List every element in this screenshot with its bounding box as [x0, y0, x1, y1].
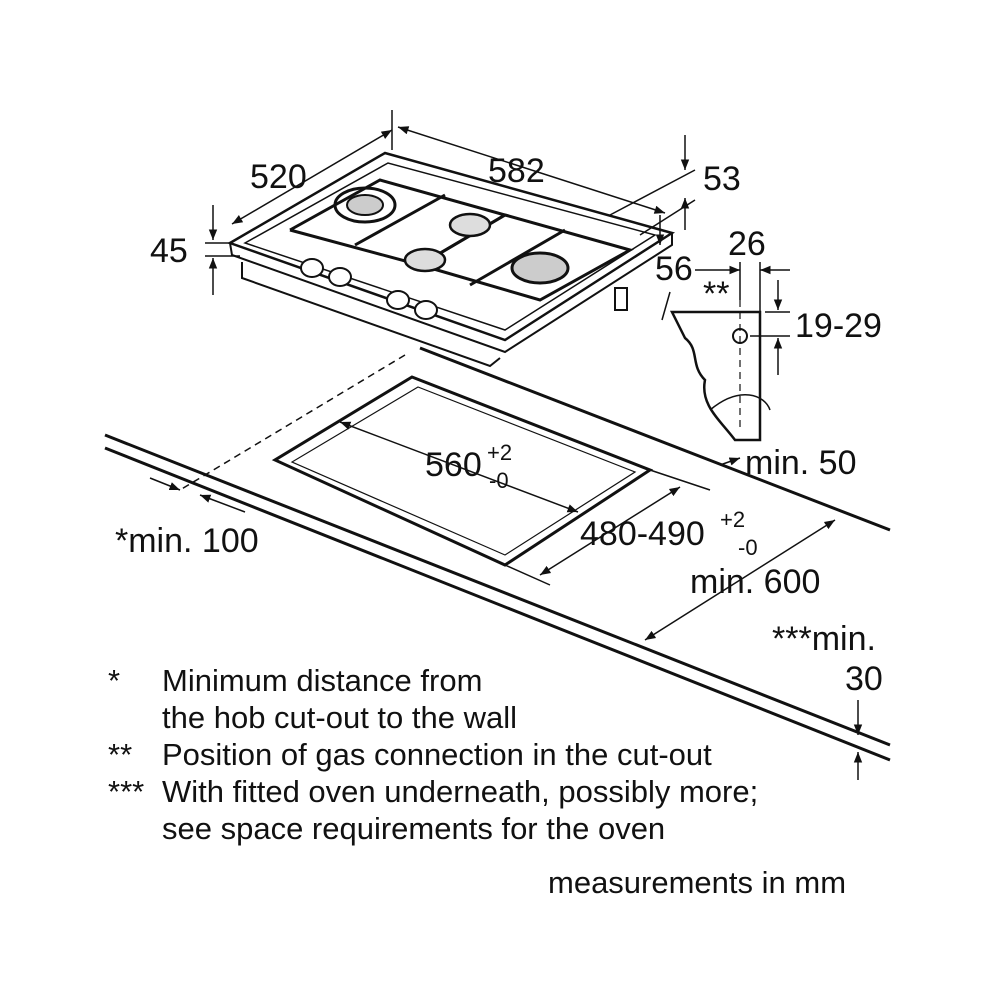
dimension-lines [149, 110, 863, 780]
cutout-width-tol-plus: +2 [487, 440, 512, 465]
width-label: 582 [488, 152, 545, 190]
worktop-min-label: min. 600 [690, 563, 820, 601]
note-2-line-1: Position of gas connection in the cut-ou… [162, 737, 712, 772]
cutout-width-label: 560 [425, 446, 482, 484]
note-2-mark: ** [108, 737, 133, 772]
note-3-mark: *** [108, 774, 145, 809]
footnotes: * Minimum distance from the hob cut-out … [0, 662, 1000, 862]
units-note: measurements in mm [548, 865, 847, 900]
right-height-label: 53 [703, 160, 741, 198]
thickness-min-label: ***min. [772, 620, 876, 658]
height-label: 45 [150, 232, 188, 270]
depth-label: 520 [250, 158, 307, 196]
note-3-line-2: see space requirements for the oven [162, 811, 666, 846]
note-1-line-2: the hob cut-out to the wall [162, 700, 518, 735]
gas-vertical-label: 19-29 [795, 307, 882, 345]
gas-marker-label: ** [703, 275, 729, 313]
thickness-min-value: 30 [845, 660, 883, 698]
cutout-width-tol-minus: -0 [489, 468, 509, 493]
cutout-depth-tol-minus: -0 [738, 535, 758, 560]
cutout-depth-label: 480-490 [580, 515, 705, 553]
gas-connection-detail [669, 300, 771, 442]
back-min-label: min. 50 [745, 444, 857, 482]
wall-min-label: *min. 100 [115, 522, 259, 560]
note-3-line-1: With fitted oven underneath, possibly mo… [162, 774, 759, 809]
cutout-depth-tol-plus: +2 [720, 507, 745, 532]
note-1-line-1: Minimum distance from [162, 663, 483, 698]
note-1-mark: * [108, 663, 121, 698]
connector-offset-label: 56 [655, 250, 693, 288]
gas-horizontal-label: 26 [728, 225, 766, 263]
